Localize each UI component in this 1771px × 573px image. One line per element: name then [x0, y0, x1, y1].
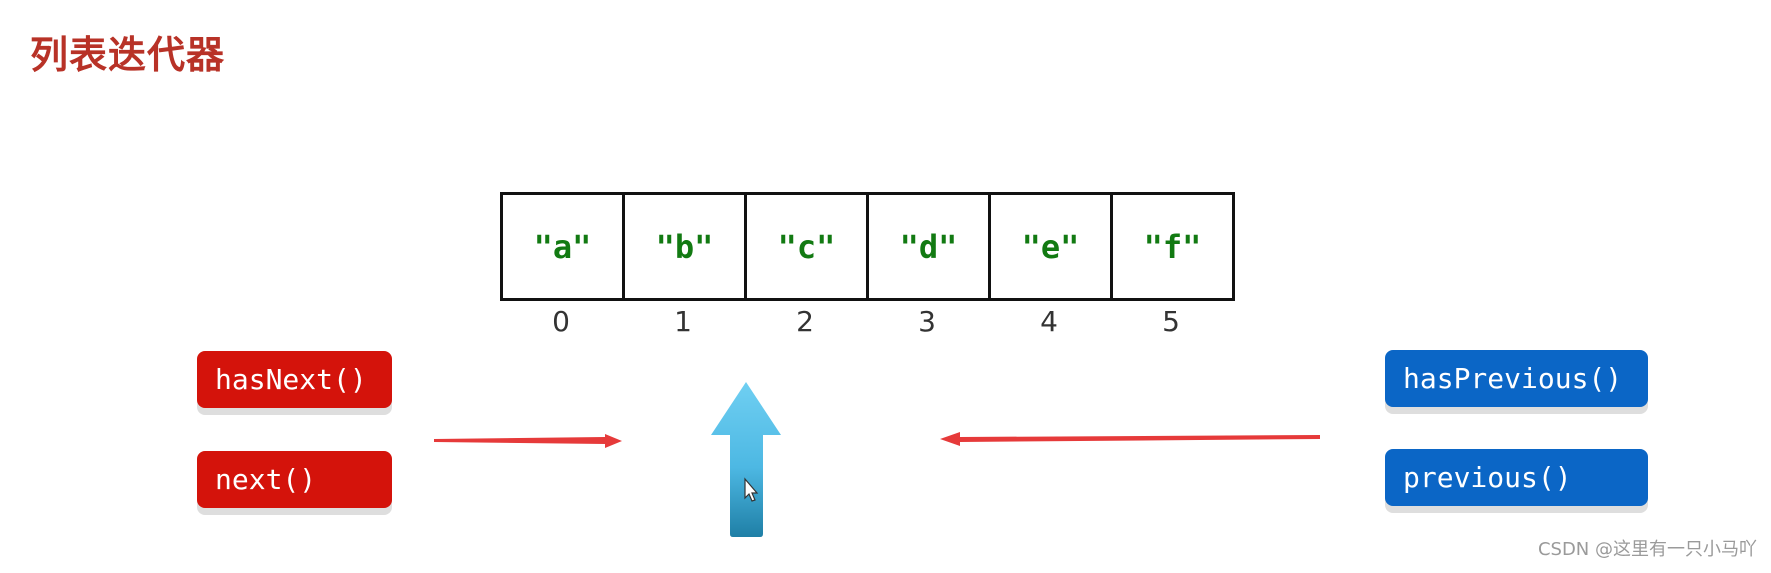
array-cell: "b" [625, 195, 747, 298]
cursor-position-arrow-icon [711, 382, 781, 537]
next-button[interactable]: next() [197, 451, 392, 508]
array-cell: "e" [991, 195, 1113, 298]
right-arrow-icon [434, 434, 622, 448]
list-array: "a" "b" "c" "d" "e" "f" [500, 192, 1235, 301]
array-index: 4 [1040, 305, 1058, 338]
watermark: CSDN @这里有一只小马吖 [1537, 539, 1757, 560]
array-cell: "d" [869, 195, 991, 298]
array-index: 1 [674, 305, 692, 338]
array-cell: "a" [503, 195, 625, 298]
array-cell: "c" [747, 195, 869, 298]
array-index: 2 [796, 305, 814, 338]
page-title: 列表迭代器 [30, 33, 226, 77]
previous-button[interactable]: previous() [1385, 449, 1648, 506]
has-previous-button[interactable]: hasPrevious() [1385, 350, 1648, 407]
array-index: 3 [918, 305, 936, 338]
array-cell: "f" [1143, 227, 1202, 266]
array-index: 0 [552, 305, 570, 338]
array-index: 5 [1162, 305, 1180, 338]
has-next-button[interactable]: hasNext() [197, 351, 392, 408]
mouse-pointer-icon [744, 477, 759, 502]
left-arrow-icon [940, 432, 1320, 446]
array-indices: 0 1 2 3 4 5 [500, 305, 1232, 338]
